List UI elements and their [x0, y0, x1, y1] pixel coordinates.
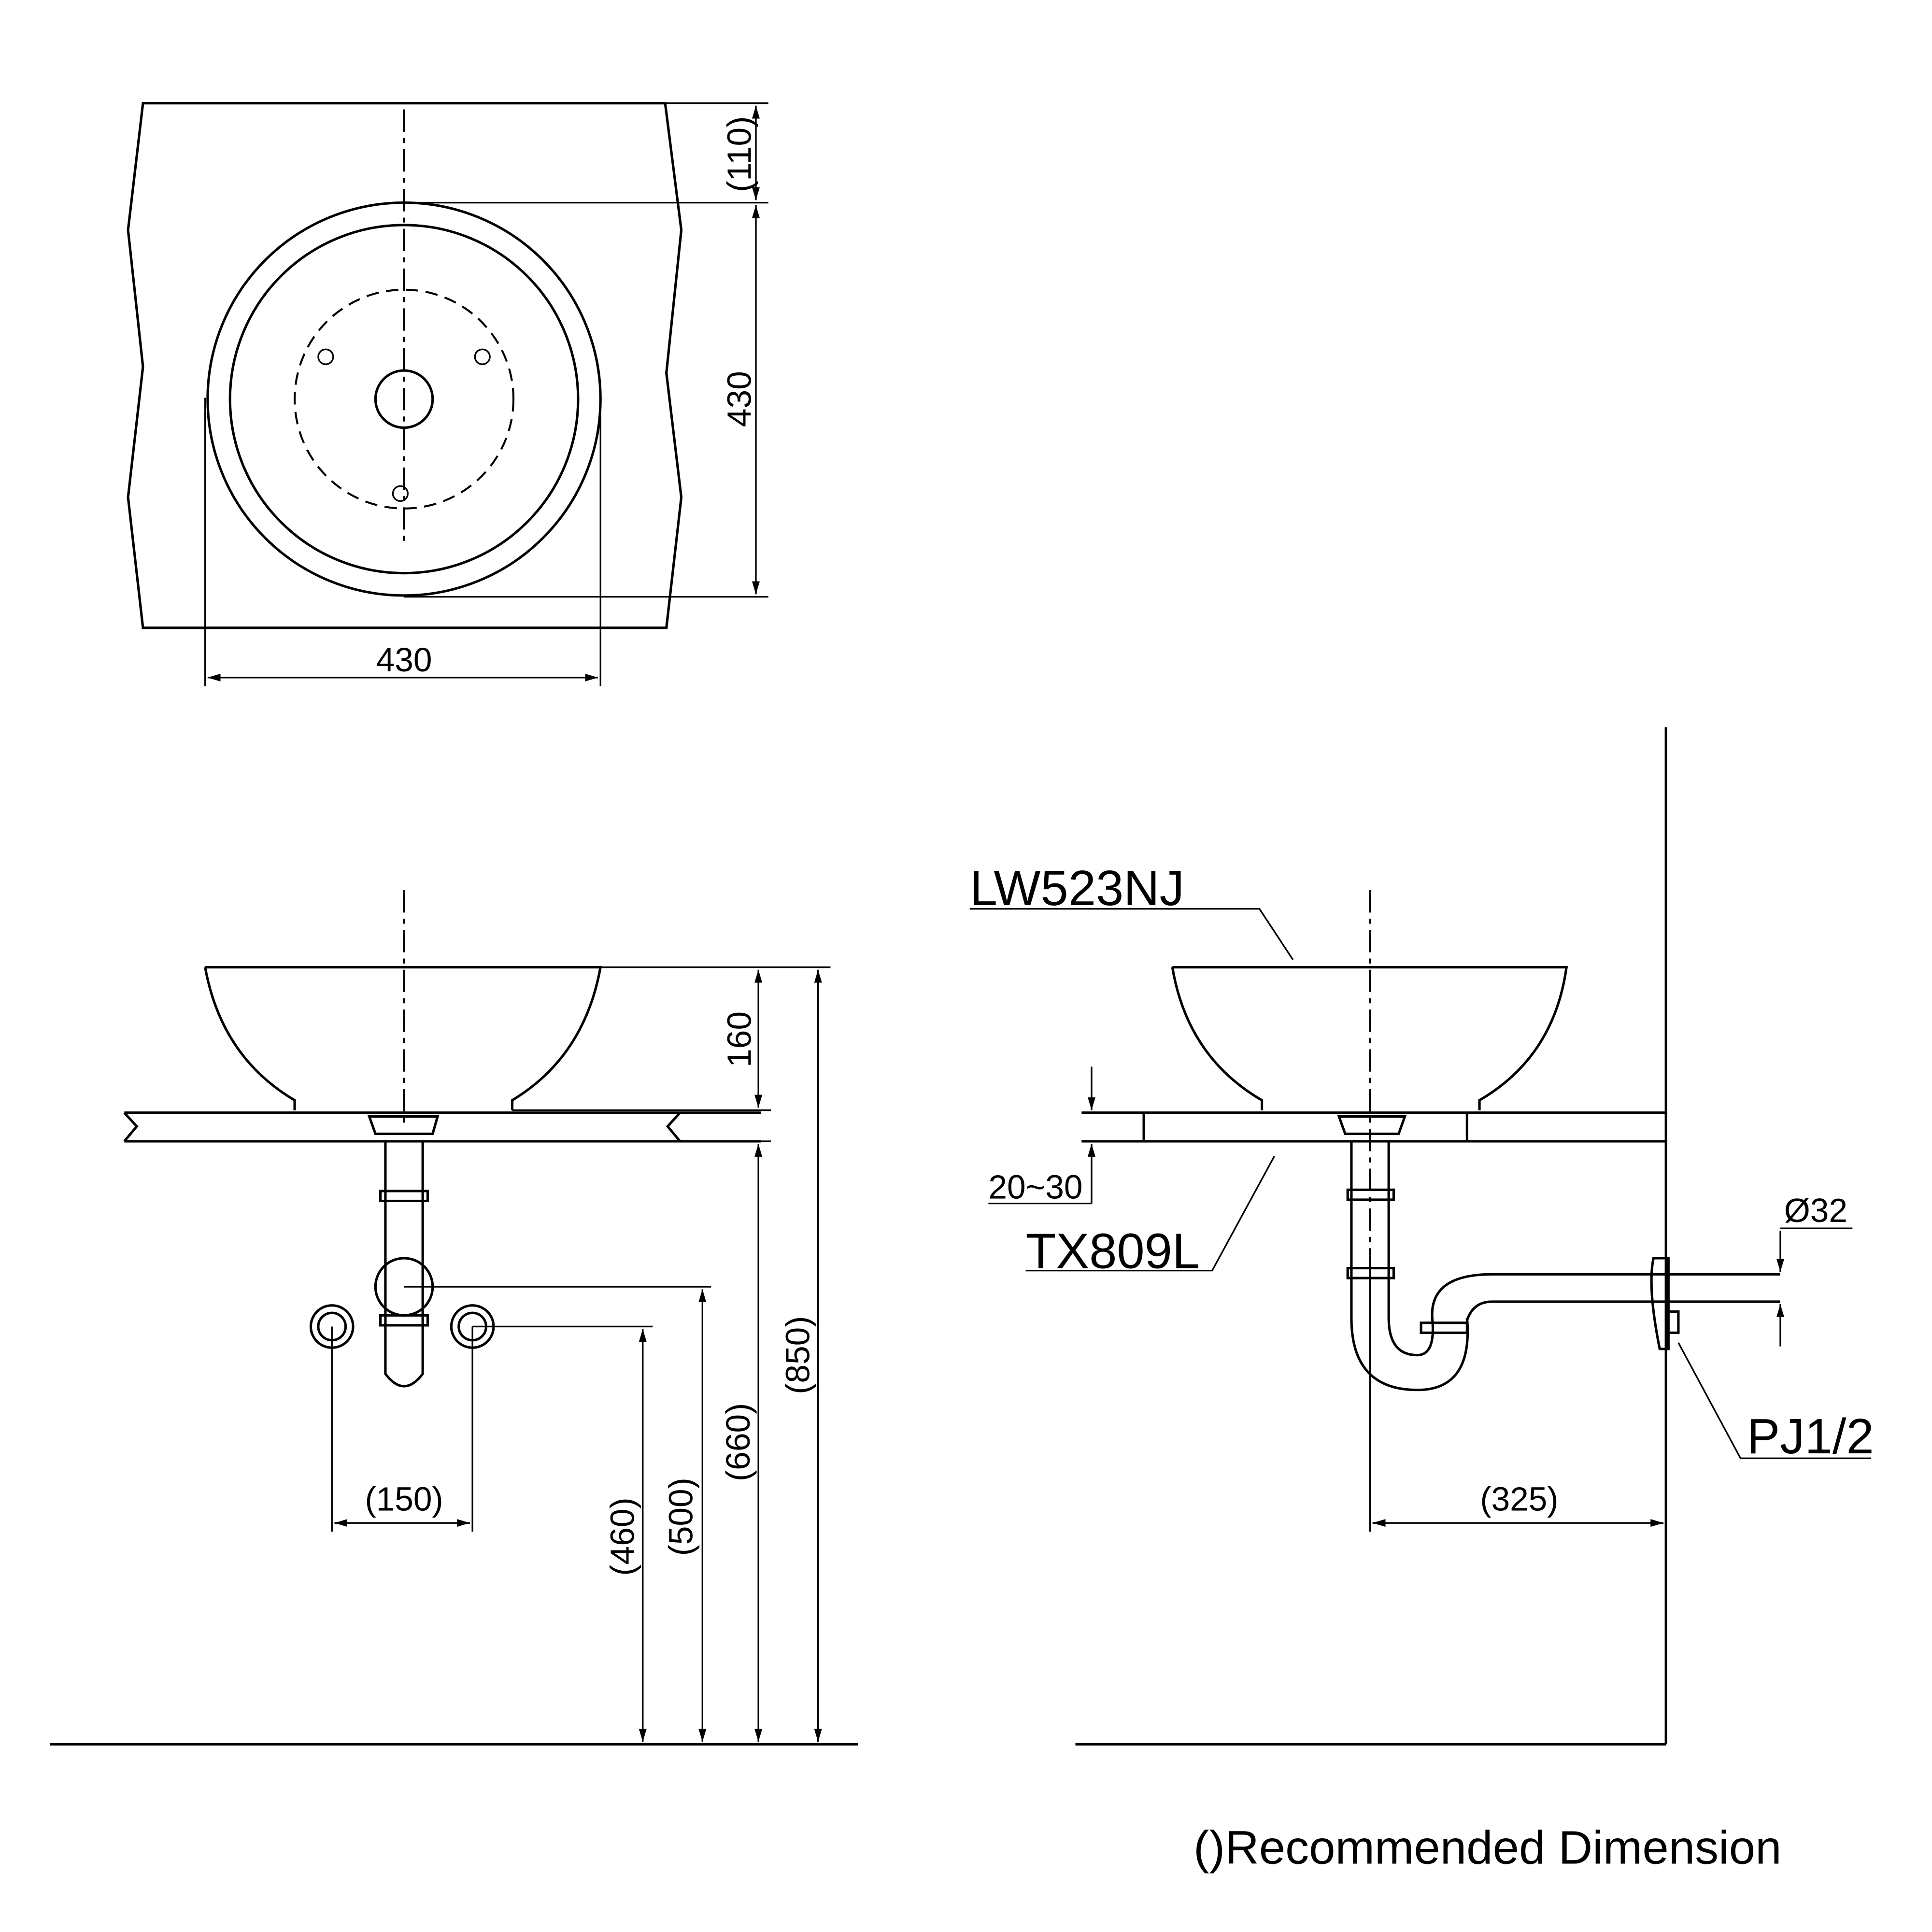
trap-leader: [1677, 1342, 1871, 1459]
dim-drain-height: (660): [719, 1403, 757, 1481]
trap-model-label: PJ1/2: [1747, 1408, 1874, 1464]
top-view: (110) 430 430: [127, 102, 768, 686]
basin-model-label: LW523NJ: [970, 860, 1184, 916]
pipe-diameter-label: Ø32: [1784, 1192, 1847, 1229]
dim-supply-spacing: (150): [365, 1480, 443, 1518]
countertop: [1081, 1111, 1666, 1143]
dim-width: 430: [376, 641, 432, 679]
basin-leader: [969, 908, 1294, 961]
dim-supply-height-460: (460): [604, 1497, 641, 1576]
basin-profile: [1171, 966, 1568, 1110]
countertop-outline: [127, 102, 683, 629]
dim-supply-height-500: (500): [662, 1477, 700, 1556]
mounting-fitting-icons: [317, 348, 491, 502]
front-dimension-lines: [331, 966, 831, 1742]
drain-trap: [367, 1115, 440, 1388]
trap-rings: [1346, 1188, 1468, 1334]
wall-flange: [1650, 1257, 1780, 1350]
recommended-dimension-note: ()Recommended Dimension: [1193, 1820, 1782, 1874]
drain-trap: [1337, 1115, 1666, 1392]
counter-thickness-label: 20~30: [988, 1168, 1082, 1206]
fitting-model-label: TX809L: [1026, 1223, 1200, 1279]
dim-bowl-height: 160: [721, 1011, 758, 1067]
front-view: 160 (150) (460) (500) (660) (850): [49, 890, 858, 1746]
top-dimension-lines: [204, 102, 768, 686]
side-dimension-lines: [988, 1066, 1853, 1532]
dim-total-height: (850): [779, 1316, 817, 1394]
fitting-leader: [1025, 1156, 1275, 1272]
basin-profile: [204, 966, 602, 1110]
dim-depth: 430: [721, 371, 758, 427]
dim-wall-distance: (325): [1480, 1480, 1558, 1518]
basin-inner-rim: [228, 224, 580, 575]
dim-setback: (110): [721, 116, 758, 192]
countertop: [123, 1111, 761, 1143]
side-view: LW523NJ 20~30 TX809L Ø32 PJ1/2 (325): [969, 727, 1874, 1746]
basin-bottom-dashed: [293, 288, 515, 510]
